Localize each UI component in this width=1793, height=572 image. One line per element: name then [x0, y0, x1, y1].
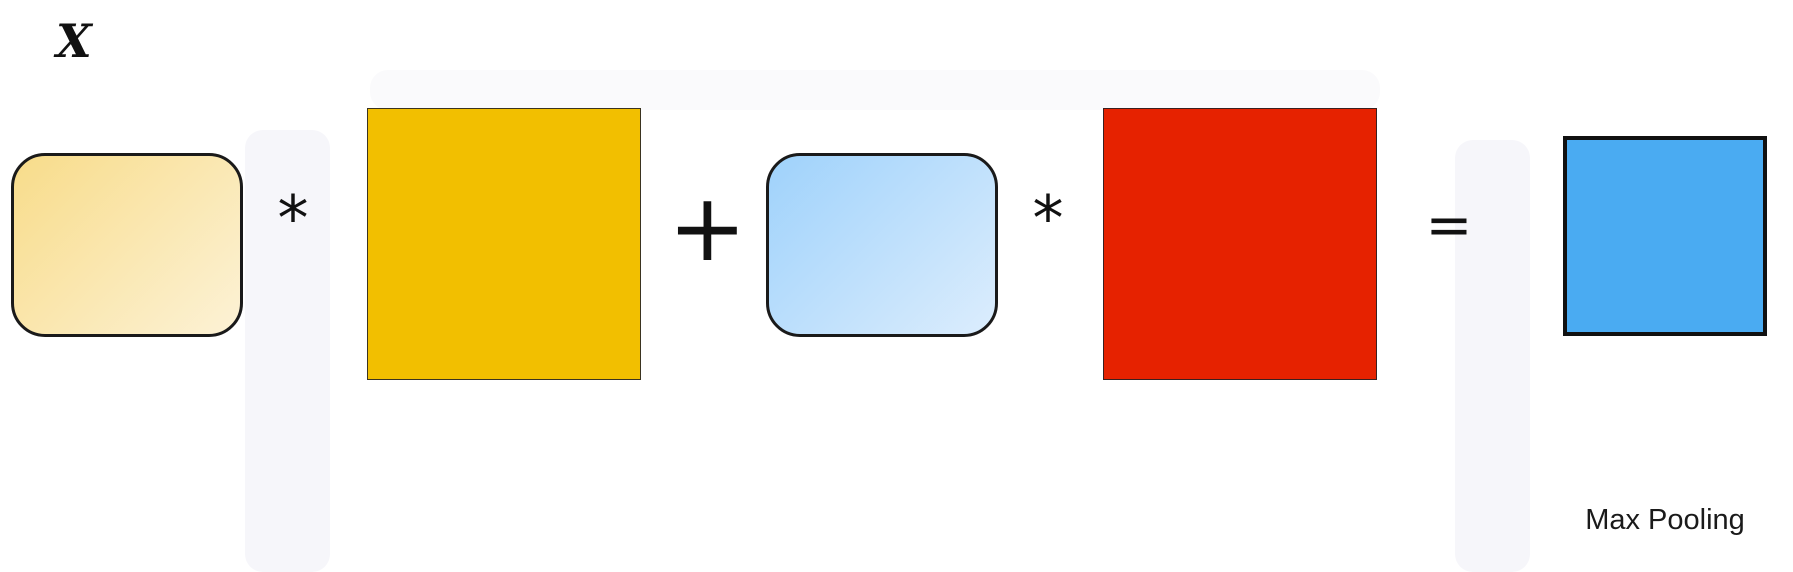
multiply-operator-1: *	[277, 182, 309, 255]
red-feature-square	[1103, 108, 1377, 380]
blue-weight-box	[766, 153, 998, 337]
max-pooling-label: Max Pooling	[1585, 504, 1745, 536]
background-shape	[370, 70, 1380, 110]
background-shape	[245, 130, 330, 572]
background-shape	[1455, 140, 1530, 572]
yellow-weight-box	[11, 153, 243, 337]
multiply-operator-2: *	[1032, 182, 1064, 255]
yellow-feature-square	[367, 108, 641, 380]
equals-operator: =	[1425, 193, 1473, 258]
blue-result-square	[1563, 136, 1767, 336]
variable-x-label: X	[56, 14, 92, 68]
plus-operator: +	[668, 174, 747, 283]
